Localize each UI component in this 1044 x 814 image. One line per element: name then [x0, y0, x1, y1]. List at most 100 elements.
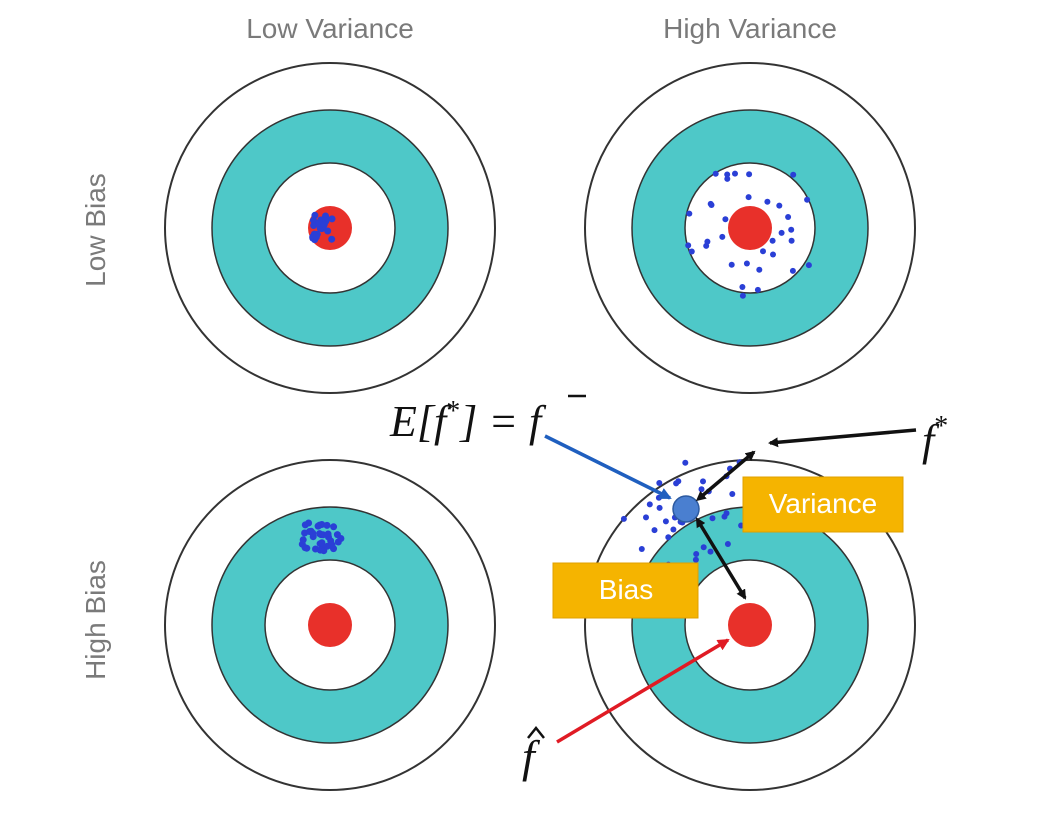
- expectation-star: *: [446, 396, 460, 427]
- prediction-dot: [743, 260, 750, 267]
- expectation-label: E[f*] = f: [389, 394, 586, 446]
- bias-box: Bias: [552, 562, 699, 619]
- prediction-dot: [682, 459, 689, 466]
- prediction-dot: [739, 284, 746, 290]
- target-low-bias-high-variance: [584, 62, 916, 394]
- target-bullseye: [728, 603, 772, 647]
- mean-prediction-point: [672, 495, 700, 523]
- prediction-dot: [804, 196, 811, 203]
- prediction-dot: [704, 238, 711, 245]
- prediction-dot: [770, 251, 776, 258]
- svg-text:f*: f*: [922, 411, 948, 465]
- f-star-arrow: [768, 428, 917, 448]
- prediction-dot: [328, 215, 336, 223]
- prediction-dot: [686, 210, 693, 217]
- f-hat-text: f: [522, 731, 541, 782]
- prediction-dot: [665, 534, 672, 541]
- prediction-dot: [700, 544, 707, 551]
- prediction-dot: [301, 521, 309, 529]
- prediction-dot: [638, 546, 645, 552]
- prediction-dot: [324, 227, 332, 235]
- expectation-arrow: [544, 434, 672, 500]
- prediction-dot: [693, 551, 700, 557]
- f-hat-label: f: [522, 725, 545, 782]
- prediction-dot: [724, 175, 731, 182]
- prediction-dot: [656, 480, 663, 486]
- prediction-dots: [309, 211, 336, 244]
- prediction-dot: [685, 242, 692, 249]
- expectation-lhs: E[f: [389, 397, 452, 446]
- prediction-dot: [670, 526, 677, 533]
- prediction-dot: [323, 521, 331, 529]
- prediction-dot: [760, 248, 766, 255]
- svg-text:E[f*] = f: E[f*] = f: [389, 396, 547, 446]
- prediction-dot: [712, 170, 719, 177]
- prediction-dot: [299, 536, 307, 544]
- prediction-dot: [328, 235, 336, 243]
- prediction-dot: [318, 539, 326, 547]
- f-hat-caret: [527, 725, 545, 739]
- prediction-dot: [722, 216, 729, 223]
- prediction-dot: [656, 504, 663, 511]
- target-low-bias-low-variance: [164, 62, 496, 394]
- prediction-dot: [320, 220, 328, 228]
- target-high-bias-low-variance: [164, 459, 496, 791]
- prediction-dot: [723, 510, 730, 517]
- prediction-dot: [698, 486, 705, 493]
- prediction-dot: [769, 237, 776, 244]
- prediction-dot: [651, 527, 658, 534]
- prediction-dot: [746, 171, 753, 178]
- prediction-dot: [675, 478, 682, 485]
- prediction-dot: [316, 521, 324, 529]
- prediction-dot: [728, 261, 735, 268]
- prediction-dot: [724, 541, 731, 547]
- prediction-dots: [685, 170, 812, 299]
- row-label-low-bias: Low Bias: [80, 173, 111, 287]
- prediction-dot: [790, 171, 797, 178]
- variance-arrow: [695, 450, 756, 502]
- prediction-dot: [303, 544, 311, 552]
- row-label-high-bias: High Bias: [80, 560, 111, 680]
- prediction-dot: [312, 233, 320, 241]
- column-label-low-variance: Low Variance: [246, 13, 414, 44]
- f-star-superscript: *: [934, 411, 948, 442]
- prediction-dot: [732, 170, 738, 177]
- prediction-dot: [662, 518, 669, 525]
- variance-box-bg: [742, 476, 904, 533]
- prediction-dot: [700, 478, 706, 485]
- bias-box-label: Bias: [599, 574, 653, 605]
- prediction-dot: [311, 211, 319, 219]
- prediction-dot: [729, 491, 736, 497]
- prediction-dot: [754, 286, 761, 293]
- prediction-dot: [707, 548, 714, 555]
- prediction-dot: [764, 198, 771, 205]
- prediction-dot: [688, 248, 695, 255]
- bias-box-bg: [552, 562, 699, 619]
- prediction-dot: [620, 515, 627, 522]
- prediction-dot: [789, 267, 796, 274]
- prediction-dots: [298, 519, 345, 555]
- prediction-dot: [778, 229, 785, 236]
- prediction-dot: [337, 535, 345, 542]
- variance-box-label: Variance: [769, 488, 877, 519]
- prediction-dot: [655, 494, 662, 501]
- prediction-dot: [805, 262, 812, 269]
- prediction-dot: [719, 233, 726, 240]
- prediction-dot: [756, 266, 763, 273]
- prediction-dot: [646, 501, 653, 508]
- prediction-dot: [643, 514, 649, 521]
- prediction-dot: [306, 528, 313, 535]
- prediction-dot: [328, 541, 336, 549]
- prediction-dot: [788, 226, 795, 233]
- prediction-dot: [739, 292, 746, 299]
- prediction-dot: [724, 171, 731, 178]
- prediction-dot: [692, 556, 699, 563]
- prediction-dot: [776, 202, 783, 209]
- prediction-dot: [745, 194, 752, 201]
- prediction-dot: [707, 200, 714, 207]
- variance-box: Variance: [742, 476, 904, 533]
- target-bullseye: [308, 603, 352, 647]
- prediction-dot: [785, 214, 792, 220]
- prediction-dot: [788, 237, 795, 244]
